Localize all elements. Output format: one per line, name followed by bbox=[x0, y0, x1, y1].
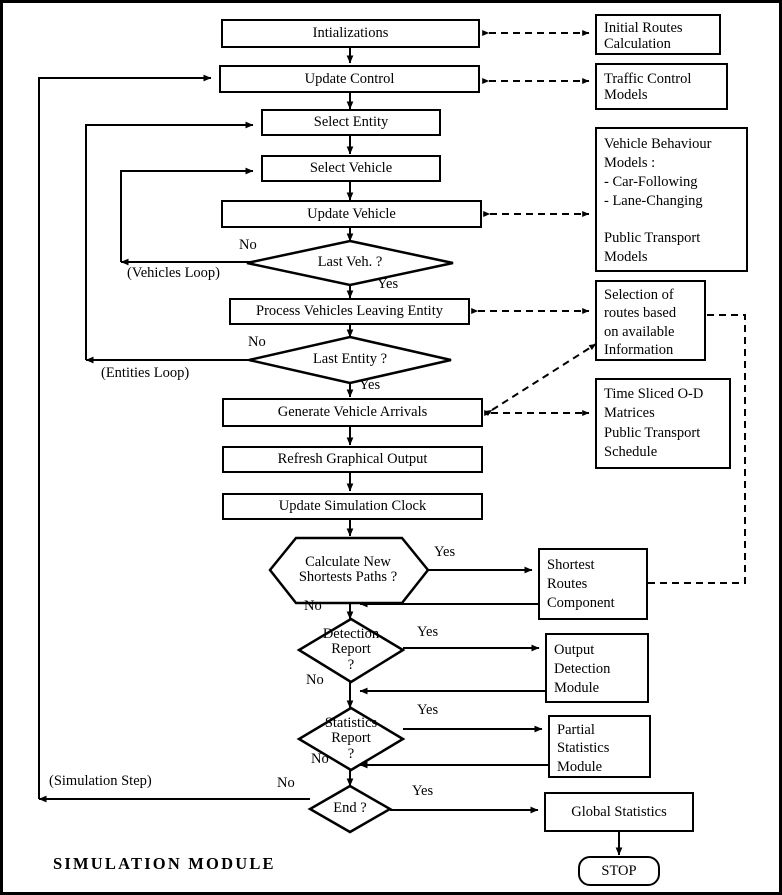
edge-label-last-entity-no: No bbox=[248, 334, 266, 350]
edge-label-statistics-no: No bbox=[311, 751, 329, 767]
edge-label-last-veh-no: No bbox=[239, 237, 257, 253]
edge-label-end-no: No bbox=[277, 775, 295, 791]
module-traffic-control-label: Traffic Control Models bbox=[604, 71, 692, 104]
edge-label-statistics-yes: Yes bbox=[417, 702, 439, 718]
edge-label-last-veh-yes: Yes bbox=[377, 276, 399, 292]
node-refresh-graphical-output[interactable]: Refresh Graphical Output bbox=[222, 446, 483, 473]
node-stop-terminator[interactable]: STOP bbox=[578, 856, 660, 886]
module-selection-of-routes[interactable]: Selection of routes based on available I… bbox=[595, 280, 706, 361]
node-select-vehicle[interactable]: Select Vehicle bbox=[261, 155, 441, 182]
node-global-statistics-label: Global Statistics bbox=[571, 803, 667, 820]
shape-end bbox=[307, 784, 393, 834]
module-time-sliced-od-matrices[interactable]: Time Sliced O-D Matrices Public Transpor… bbox=[595, 378, 731, 469]
node-initializations-label: Intializations bbox=[312, 25, 389, 42]
node-select-entity-label: Select Entity bbox=[313, 114, 389, 131]
module-output-detection-module[interactable]: Output Detection Module bbox=[545, 633, 649, 703]
label-calculate-new-shortest-paths: Calculate New Shortests Paths ? bbox=[280, 548, 416, 592]
node-update-control-label: Update Control bbox=[304, 70, 395, 87]
module-shortest-routes-component[interactable]: Shortest Routes Component bbox=[538, 548, 648, 620]
module-partial-statistics-label: Partial Statistics Module bbox=[557, 722, 610, 775]
module-vehicle-behaviour-label: Vehicle Behaviour Models : - Car-Followi… bbox=[604, 136, 712, 266]
node-stop-label: STOP bbox=[601, 862, 637, 879]
node-process-vehicles-leaving-entity[interactable]: Process Vehicles Leaving Entity bbox=[229, 298, 470, 325]
node-global-statistics[interactable]: Global Statistics bbox=[544, 792, 694, 832]
page-title: SIMULATION MODULE bbox=[53, 854, 276, 873]
node-update-control[interactable]: Update Control bbox=[219, 65, 480, 93]
node-update-vehicle[interactable]: Update Vehicle bbox=[221, 200, 482, 228]
label-end-text: End ? bbox=[333, 800, 367, 817]
module-selection-routes-label: Selection of routes based on available I… bbox=[604, 287, 677, 358]
node-initializations[interactable]: Intializations bbox=[221, 19, 480, 48]
edge-label-vehicles-loop: (Vehicles Loop) bbox=[127, 265, 221, 281]
wire-generate-selectionroutes-diagonal bbox=[484, 343, 597, 417]
node-update-simulation-clock[interactable]: Update Simulation Clock bbox=[222, 493, 483, 520]
module-shortest-routes-label: Shortest Routes Component bbox=[547, 557, 615, 611]
edge-label-last-entity-yes: Yes bbox=[359, 377, 381, 393]
module-traffic-control-models[interactable]: Traffic Control Models bbox=[595, 63, 728, 110]
shape-last-veh bbox=[246, 239, 454, 287]
label-last-veh: Last Veh. ? bbox=[297, 251, 403, 275]
node-update-simulation-clock-label: Update Simulation Clock bbox=[278, 498, 427, 515]
shape-calculate-new-shortest-paths bbox=[268, 536, 430, 605]
module-time-sliced-label: Time Sliced O-D Matrices Public Transpor… bbox=[604, 386, 704, 461]
edge-label-end-yes: Yes bbox=[412, 783, 434, 799]
label-last-veh-text: Last Veh. ? bbox=[317, 254, 383, 271]
edge-label-detection-no: No bbox=[306, 672, 324, 688]
edge-label-calcpaths-no: No bbox=[304, 598, 322, 614]
label-last-entity: Last Entity ? bbox=[295, 348, 405, 372]
module-vehicle-behaviour-models[interactable]: Vehicle Behaviour Models : - Car-Followi… bbox=[595, 127, 748, 272]
node-update-vehicle-label: Update Vehicle bbox=[307, 205, 396, 222]
edge-label-calcpaths-yes: Yes bbox=[434, 544, 456, 560]
module-output-detection-label: Output Detection Module bbox=[554, 642, 611, 696]
label-last-entity-text: Last Entity ? bbox=[312, 351, 388, 368]
wire-simulation-step-return bbox=[38, 74, 212, 799]
wire-entities-loop-return bbox=[85, 121, 254, 360]
node-process-vehicles-label: Process Vehicles Leaving Entity bbox=[256, 303, 443, 320]
node-generate-vehicle-arrivals[interactable]: Generate Vehicle Arrivals bbox=[222, 398, 483, 427]
label-detection-text: Detection Report ? bbox=[322, 626, 380, 673]
module-partial-statistics-module[interactable]: Partial Statistics Module bbox=[548, 715, 651, 778]
label-statistics-text: Statistics Report ? bbox=[324, 715, 378, 762]
module-initial-routes-calculation[interactable]: Initial Routes Calculation bbox=[595, 14, 721, 55]
node-select-entity[interactable]: Select Entity bbox=[261, 109, 441, 136]
shape-last-entity bbox=[248, 335, 452, 385]
module-initial-routes-label: Initial Routes Calculation bbox=[604, 20, 683, 53]
edge-label-detection-yes: Yes bbox=[417, 624, 439, 640]
node-generate-vehicle-arrivals-label: Generate Vehicle Arrivals bbox=[277, 404, 428, 421]
label-end: End ? bbox=[320, 798, 380, 820]
node-select-vehicle-label: Select Vehicle bbox=[309, 160, 393, 177]
label-calcpaths-text: Calculate New Shortests Paths ? bbox=[298, 553, 398, 585]
node-refresh-graphical-output-label: Refresh Graphical Output bbox=[277, 451, 428, 468]
label-detection-report: Detection Report ? bbox=[293, 622, 409, 678]
edge-label-simulation-step: (Simulation Step) bbox=[49, 773, 152, 789]
edge-label-entities-loop: (Entities Loop) bbox=[101, 365, 190, 381]
